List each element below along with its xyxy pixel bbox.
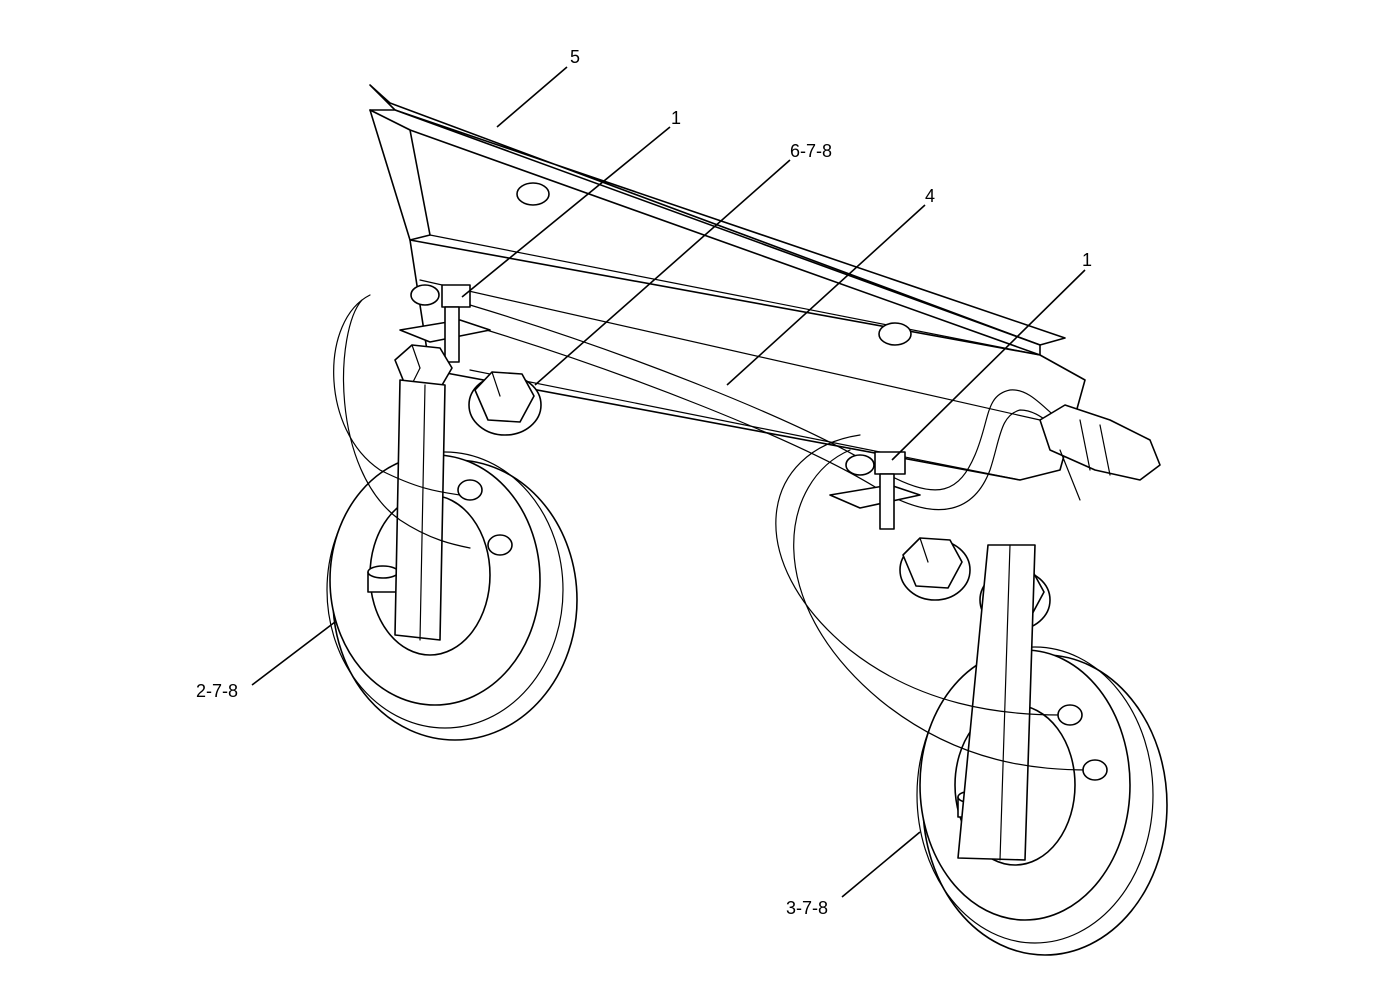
leader-4 <box>726 204 926 386</box>
callout-labels: 5 1 6-7-8 4 1 2-7-8 3-7-8 <box>196 47 1092 918</box>
leader-5 <box>496 66 568 128</box>
callout-3-7-8: 3-7-8 <box>786 898 828 918</box>
leader-2-7-8 <box>251 621 336 686</box>
horn-right-wire <box>775 434 1108 781</box>
wire-clip-left <box>399 284 491 363</box>
horn-left-wire <box>333 294 513 556</box>
callout-5: 5 <box>570 47 580 67</box>
callout-4: 4 <box>925 186 935 206</box>
leader-6-7-8 <box>534 159 791 386</box>
leader-3-7-8 <box>841 831 921 898</box>
bolt-right-upper <box>899 537 971 601</box>
leader-1-right <box>891 269 1086 461</box>
bolt-left-lower <box>468 371 542 436</box>
leader-lines <box>251 66 1086 898</box>
callout-1-left: 1 <box>671 108 681 128</box>
wire-clip-right <box>829 451 921 530</box>
mounting-hole-left <box>516 182 550 206</box>
mounting-hole-right <box>878 322 912 346</box>
callout-2-7-8: 2-7-8 <box>196 681 238 701</box>
callout-6-7-8: 6-7-8 <box>790 141 832 161</box>
horn-left <box>326 379 578 741</box>
horn-right <box>916 544 1168 956</box>
callout-1-right: 1 <box>1082 250 1092 270</box>
wire-harness <box>410 284 1161 511</box>
mounting-bracket <box>369 84 1086 481</box>
leader-1-left <box>461 126 671 298</box>
